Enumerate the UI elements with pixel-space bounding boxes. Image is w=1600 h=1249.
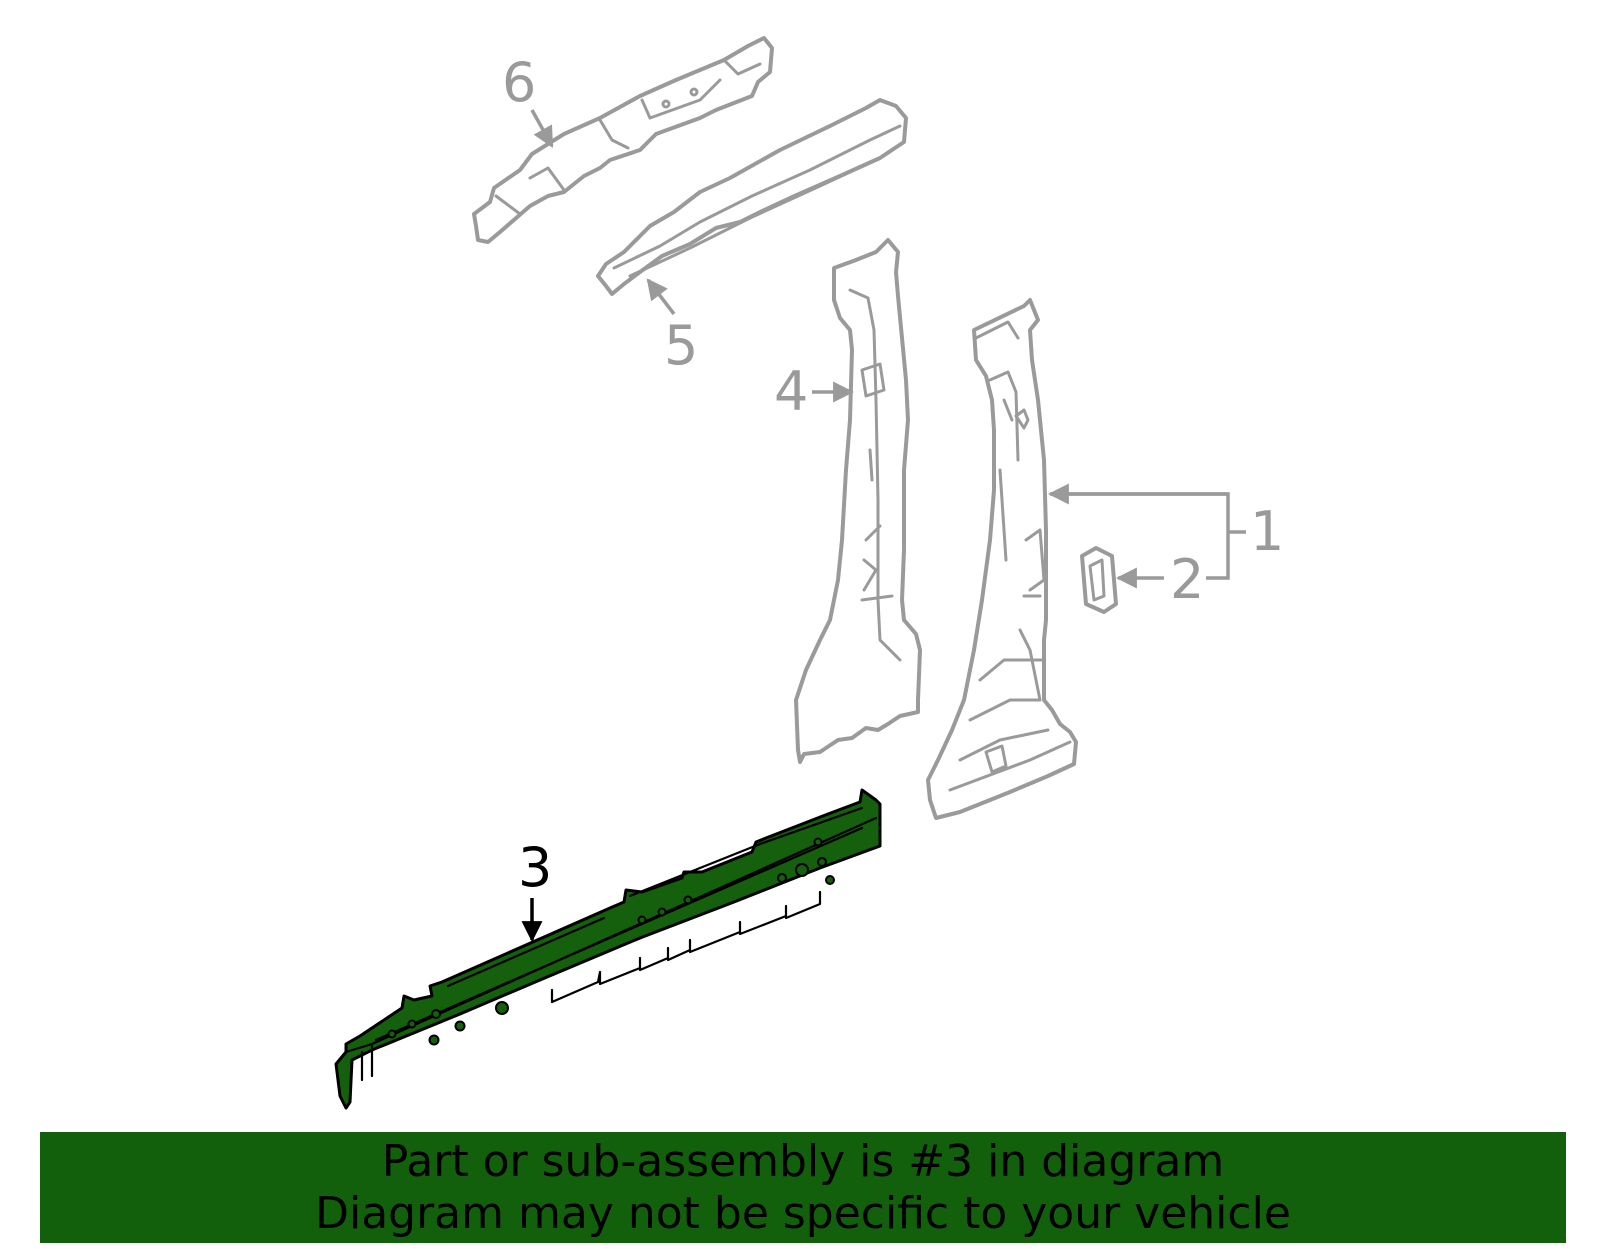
callout-6: 6 xyxy=(502,51,536,114)
part-2-bracket xyxy=(1080,546,1118,614)
callout-2: 2 xyxy=(1170,548,1204,611)
callout-1: 1 xyxy=(1250,500,1284,563)
callout-5: 5 xyxy=(664,314,698,377)
part-4-pillar-inner xyxy=(794,238,922,764)
callout-3: 3 xyxy=(518,836,552,899)
info-banner: Part or sub-assembly is #3 in diagram Di… xyxy=(40,1132,1566,1243)
part-3-rocker-panel xyxy=(334,788,882,1110)
leader-6 xyxy=(530,109,554,148)
leader-5 xyxy=(646,278,676,316)
part-6-roof-rail xyxy=(472,36,774,244)
banner-line-part: Part or sub-assembly is #3 in diagram xyxy=(381,1135,1225,1187)
banner-line-disclaimer: Diagram may not be specific to your vehi… xyxy=(315,1187,1291,1239)
part-5-roof-inner-rail xyxy=(596,98,908,296)
callout-4: 4 xyxy=(774,360,808,423)
part-1-pillar-outer xyxy=(926,298,1078,820)
